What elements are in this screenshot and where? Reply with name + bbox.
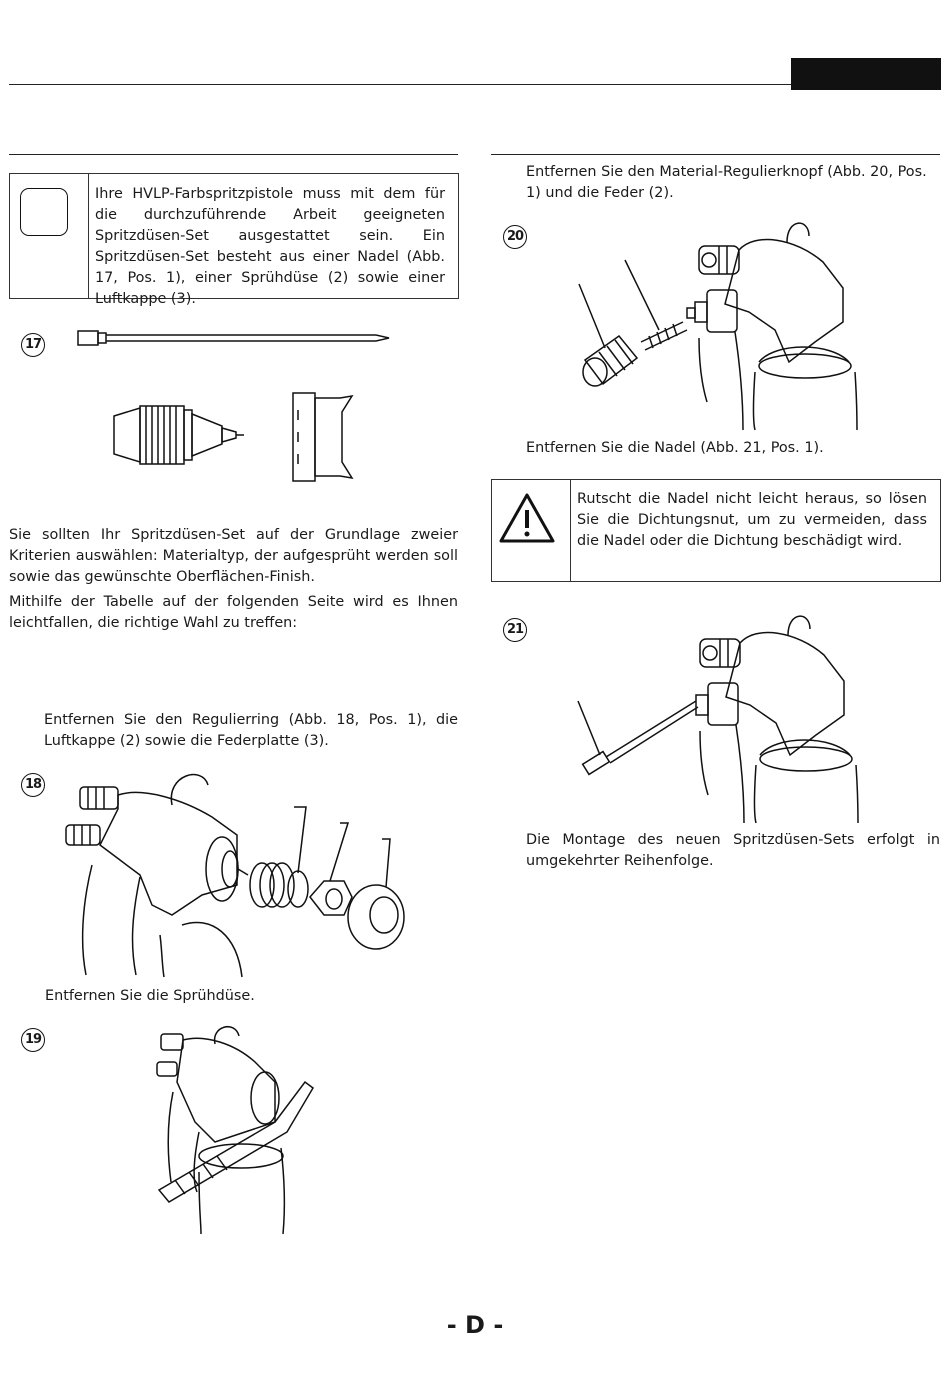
warning-box-divider: [570, 480, 571, 581]
spray-gun-disassembly-drawing: [65, 774, 405, 978]
note-square-icon: [20, 188, 68, 236]
warning-box: Rutscht die Nadel nicht leicht heraus, s…: [491, 479, 941, 582]
left-section-rule: [9, 154, 458, 155]
header-language-tab: [791, 58, 941, 90]
warning-triangle-icon: [499, 493, 555, 543]
figure-17-number: 17: [21, 333, 45, 357]
paragraph-use-table: Mithilfe der Tabelle auf der folgenden S…: [9, 594, 458, 631]
needle-removal-drawing: [577, 615, 859, 824]
paragraph-remove-ring: Entfernen Sie den Regulierring (Abb. 18,…: [44, 712, 458, 749]
paragraph-remove-needle: Entfernen Sie die Nadel (Abb. 21, Pos. 1…: [526, 440, 824, 456]
right-section-rule: [491, 154, 940, 155]
caption-remove-nozzle: Entfernen Sie die Sprühdüse.: [45, 988, 255, 1004]
box-divider: [88, 174, 89, 298]
intro-note-text: Ihre HVLP-Farbspritzpistole muss mit dem…: [95, 186, 445, 307]
figure-19-number: 19: [21, 1028, 45, 1052]
spray-nozzle-drawing: [113, 405, 244, 465]
air-cap-drawing: [292, 392, 354, 482]
needle-drawing: [77, 330, 390, 346]
paragraph-choose-set: Sie sollten Ihr Spritzdüsen-Set auf der …: [9, 527, 458, 585]
material-knob-removal-drawing: [578, 222, 858, 431]
wrench-removal-drawing: [156, 1026, 314, 1235]
figure-21-number: 21: [503, 618, 527, 642]
figure-20-number: 20: [503, 225, 527, 249]
intro-note-box: Ihre HVLP-Farbspritzpistole muss mit dem…: [9, 173, 459, 307]
page-number: - D -: [446, 1311, 504, 1339]
figure-18-number: 18: [21, 773, 45, 797]
paragraph-reassembly: Die Montage des neuen Spritzdüsen-Sets e…: [526, 832, 940, 869]
warning-text: Rutscht die Nadel nicht leicht heraus, s…: [577, 491, 927, 549]
header-rule: [9, 84, 791, 85]
paragraph-remove-knob: Entfernen Sie den Material-Regulierknopf…: [526, 164, 927, 201]
